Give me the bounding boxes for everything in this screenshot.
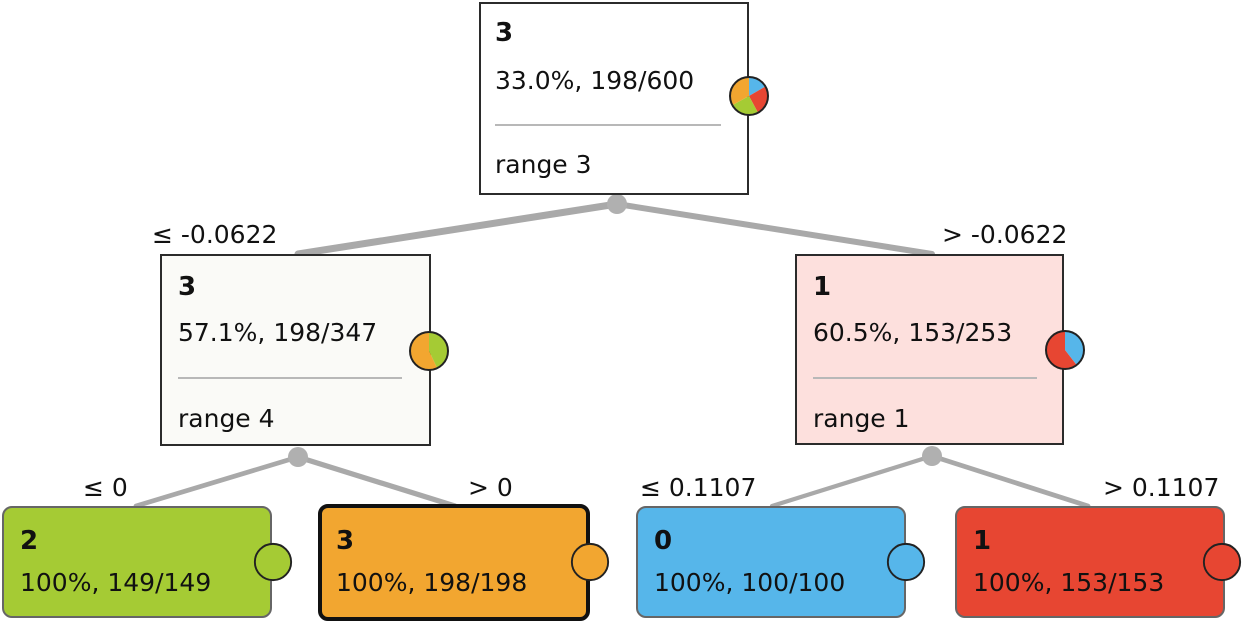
edge-root-to-left [294,200,621,258]
right-pie-slice-class-1 [1045,331,1077,369]
node-class-label: 3 [495,18,514,48]
leaf-1-pie-slice-class-3 [571,543,609,581]
root-class-distribution-pie-icon [729,76,769,116]
node-stats: 57.1%, 198/347 [178,318,378,347]
left-class-distribution-pie-icon [409,331,449,371]
node-stats: 60.5%, 153/253 [813,318,1013,347]
tree-leaf-class-1[interactable]: 1 100%, 153/153 [955,506,1225,618]
leaf-class-0-pie-icon [886,542,926,582]
leaf-2-pie-outline [886,542,926,582]
root-pie-slice-class-1 [749,86,768,113]
node-divider [178,377,402,379]
leaf-1-pie-outline [570,542,610,582]
leaf-3-pie-slice-class-1 [1203,543,1241,581]
node-split-attribute: range 4 [178,404,275,433]
leaf-stats: 100%, 153/153 [973,568,1165,597]
right-junction-dot [922,446,942,466]
node-split-attribute: range 1 [813,404,910,433]
leaf-class-label: 0 [654,526,673,556]
edge-root-to-right [614,201,935,257]
leaf-stats: 100%, 149/149 [20,568,212,597]
leaf-stats: 100%, 100/100 [654,568,846,597]
left-pie-outline [409,331,449,371]
leaf-class-label: 2 [20,526,39,556]
node-divider [495,124,721,126]
edge-right-to-leaf-class-1 [929,453,1091,509]
tree-leaf-class-2[interactable]: 2 100%, 149/149 [2,506,272,618]
edge-label-left-leaf-0: ≤ 0 [83,473,128,502]
node-divider [813,377,1037,379]
right-pie-slice-class-0 [1065,331,1084,366]
node-class-label: 3 [178,272,197,302]
tree-leaf-class-0[interactable]: 0 100%, 100/100 [636,506,906,618]
root-pie-outline [729,76,769,116]
tree-node-right[interactable]: 1 60.5%, 153/253 range 1 [795,254,1064,445]
edge-label-left-leaf-1: > 0 [468,473,513,502]
leaf-class-1-pie-icon [1202,542,1242,582]
edge-label-right-leaf-2: ≤ 0.1107 [640,473,757,502]
leaf-class-label: 3 [336,526,355,556]
leaf-0-pie-outline [253,542,293,582]
leaf-class-2-pie-icon [253,542,293,582]
edge-label-root-right: > -0.0622 [942,220,1068,249]
leaf-class-label: 1 [973,526,992,556]
node-stats: 33.0%, 198/600 [495,66,695,95]
left-pie-slice-class-2 [429,332,449,369]
root-junction-dot [607,194,627,214]
edge-label-root-left: ≤ -0.0622 [152,220,278,249]
tree-leaf-class-3[interactable]: 3 100%, 198/198 [318,504,590,621]
edge-label-right-leaf-3: > 0.1107 [1103,473,1220,502]
tree-node-root[interactable]: 3 33.0%, 198/600 range 3 [479,2,749,195]
root-pie-slice-class-2 [732,96,758,115]
right-class-distribution-pie-icon [1045,330,1085,370]
edge-left-to-leaf-class-3 [295,454,458,509]
right-pie-outline [1045,330,1085,370]
left-junction-dot [288,447,308,467]
leaf-3-pie-outline [1202,542,1242,582]
left-pie-slice-class-3 [410,332,438,370]
node-class-label: 1 [813,272,832,302]
leaf-0-pie-slice-class-2 [254,543,292,581]
leaf-class-3-pie-icon [570,542,610,582]
leaf-stats: 100%, 198/198 [336,568,528,597]
edge-right-to-leaf-class-0 [769,453,935,509]
node-split-attribute: range 3 [495,150,592,179]
leaf-2-pie-slice-class-0 [887,543,925,581]
edge-left-to-leaf-class-2 [133,454,301,509]
tree-node-left[interactable]: 3 57.1%, 198/347 range 4 [160,254,431,446]
